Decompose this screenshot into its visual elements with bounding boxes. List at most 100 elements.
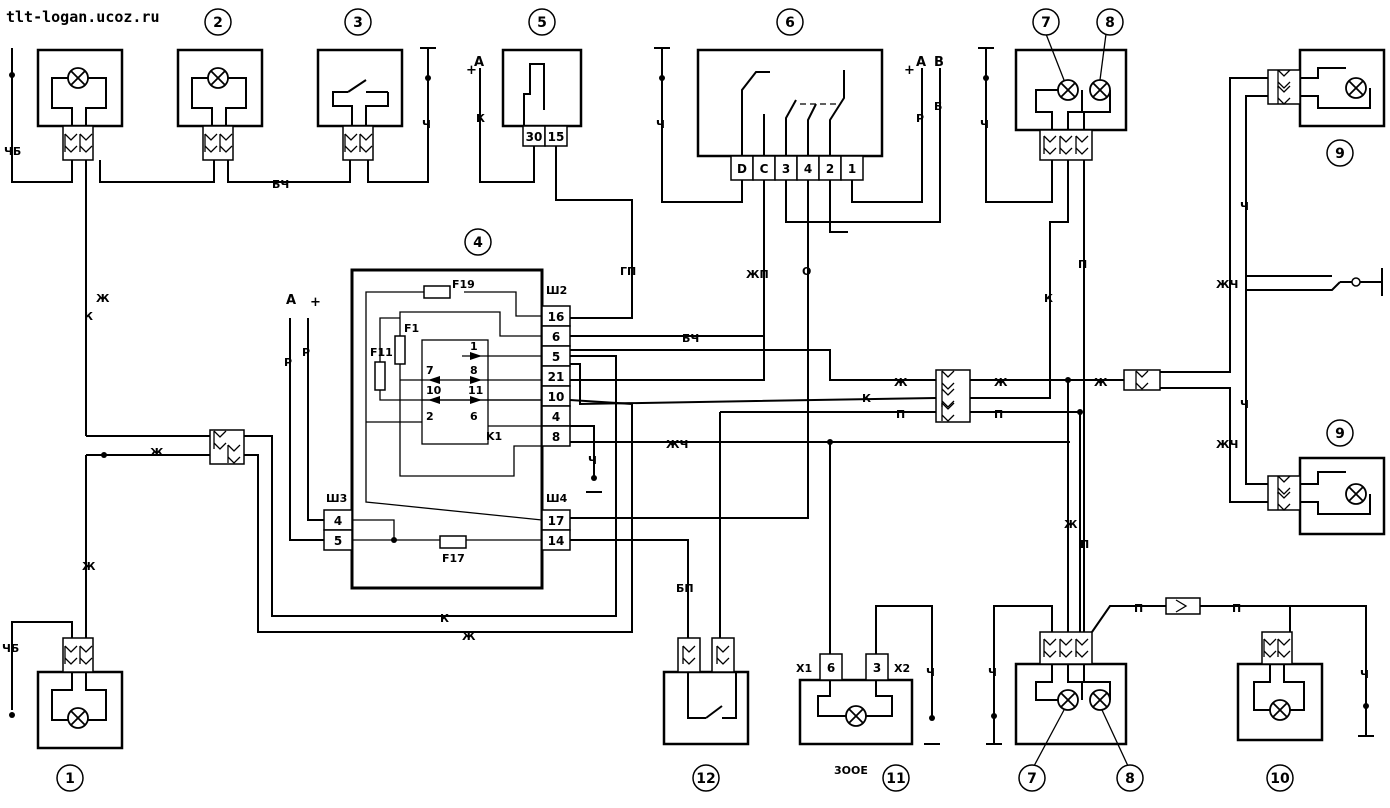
svg-text:БЧ: БЧ — [682, 332, 699, 345]
svg-text:ЧБ: ЧБ — [4, 145, 21, 158]
component-12-door-switch: 12 — [662, 637, 750, 792]
svg-text:4: 4 — [334, 514, 342, 528]
svg-text:Ч: Ч — [1240, 200, 1249, 213]
svg-text:+: + — [904, 63, 915, 78]
svg-text:Ш3: Ш3 — [326, 492, 347, 505]
svg-text:14: 14 — [548, 534, 565, 548]
svg-text:П: П — [1134, 602, 1143, 615]
svg-text:К: К — [84, 310, 93, 323]
svg-text:8: 8 — [1105, 15, 1115, 31]
svg-text:К: К — [862, 392, 871, 405]
svg-text:15: 15 — [548, 130, 565, 144]
svg-text:F17: F17 — [442, 552, 465, 565]
site-watermark: tlt-logan.ucoz.ru — [6, 8, 160, 26]
svg-text:П: П — [1078, 258, 1087, 271]
svg-text:9: 9 — [1335, 146, 1345, 162]
connector-center-right — [935, 369, 971, 423]
svg-text:Ч: Ч — [1240, 398, 1249, 411]
lamp-icon — [207, 67, 229, 89]
svg-text:F19: F19 — [452, 278, 475, 291]
svg-text:10: 10 — [426, 384, 442, 397]
component-9-side-repeater-bottom: 9 — [1267, 419, 1386, 536]
svg-text:17: 17 — [548, 514, 565, 528]
svg-text:Ж: Ж — [1094, 376, 1108, 389]
svg-text:П: П — [896, 408, 905, 421]
svg-text:2: 2 — [426, 410, 434, 423]
svg-text:3: 3 — [873, 661, 881, 675]
lamp-icon — [845, 705, 867, 727]
svg-text:Ч: Ч — [656, 118, 665, 131]
svg-text:Ж: Ж — [150, 446, 164, 459]
svg-text:7: 7 — [1027, 771, 1037, 787]
lamp-icon — [1089, 79, 1111, 101]
svg-text:4: 4 — [804, 162, 812, 176]
svg-text:6: 6 — [827, 661, 835, 675]
svg-text:30: 30 — [526, 130, 543, 144]
svg-text:6: 6 — [470, 410, 478, 423]
svg-text:1: 1 — [65, 771, 75, 787]
svg-text:8: 8 — [552, 430, 560, 444]
svg-text:5: 5 — [334, 534, 342, 548]
svg-text:К: К — [440, 612, 449, 625]
svg-text:+: + — [466, 63, 477, 78]
relay-k1 — [421, 339, 489, 445]
component-7-8-rear-lamp-bottom: 7 8 — [1014, 631, 1144, 792]
svg-text:Ш4: Ш4 — [546, 492, 568, 505]
svg-text:ГП: ГП — [620, 265, 636, 278]
svg-text:П: П — [1232, 602, 1241, 615]
svg-text:1: 1 — [848, 162, 856, 176]
svg-text:Ч: Ч — [980, 118, 989, 131]
component-7-8-rear-lamp-top: 7 8 — [1014, 8, 1128, 161]
svg-text:Ж: Ж — [1064, 518, 1078, 531]
svg-text:4: 4 — [552, 410, 560, 424]
lamp-icon — [67, 707, 89, 729]
lamp-icon — [1057, 79, 1079, 101]
svg-text:Р: Р — [284, 356, 292, 369]
svg-text:A: A — [286, 293, 296, 308]
component-3-switch: 3 — [316, 8, 404, 161]
svg-text:Ж: Ж — [96, 292, 110, 305]
svg-text:16: 16 — [548, 310, 565, 324]
svg-text:5: 5 — [552, 350, 560, 364]
svg-text:A: A — [474, 55, 484, 70]
lamp-icon — [67, 67, 89, 89]
svg-text:8: 8 — [470, 364, 478, 377]
svg-text:БП: БП — [676, 582, 694, 595]
component-top-lamp-a — [36, 48, 124, 161]
svg-text:8: 8 — [1125, 771, 1135, 787]
svg-text:12: 12 — [696, 771, 715, 787]
connector-sh2: 16 6 5 21 10 4 8 — [541, 305, 571, 447]
svg-text:БЧ: БЧ — [272, 178, 289, 191]
svg-text:ЖЧ: ЖЧ — [666, 438, 688, 451]
svg-text:21: 21 — [548, 370, 565, 384]
svg-text:1: 1 — [470, 340, 478, 353]
fuse-f17 — [439, 535, 467, 549]
lamp-icon — [1089, 689, 1111, 711]
svg-text:2: 2 — [213, 15, 223, 31]
connector-sh4: 17 14 — [541, 509, 571, 551]
svg-text:3OOE: 3OOE — [834, 764, 868, 777]
lamp-icon — [1345, 483, 1367, 505]
svg-text:ЧБ: ЧБ — [2, 642, 19, 655]
component-1-lamp: 1 — [36, 637, 124, 792]
svg-text:9: 9 — [1335, 426, 1345, 442]
svg-text:Б: Б — [934, 100, 942, 113]
svg-text:Ж: Ж — [894, 376, 908, 389]
svg-text:6: 6 — [785, 15, 795, 31]
svg-text:4: 4 — [473, 235, 483, 251]
svg-text:Р: Р — [916, 112, 924, 125]
fuse-f1 — [394, 335, 406, 365]
svg-text:K1: K1 — [486, 430, 502, 443]
svg-text:10: 10 — [548, 390, 565, 404]
svg-text:Ч: Ч — [926, 666, 935, 679]
svg-text:Ч: Ч — [422, 118, 431, 131]
svg-text:Ж: Ж — [994, 376, 1008, 389]
svg-text:6: 6 — [552, 330, 560, 344]
svg-text:Ч: Ч — [588, 454, 597, 467]
svg-text:3: 3 — [353, 15, 363, 31]
svg-text:К: К — [476, 112, 485, 125]
component-2-lamp: 2 — [176, 8, 264, 161]
svg-text:ЖЧ: ЖЧ — [1216, 438, 1238, 451]
fuse-f11 — [374, 361, 386, 391]
fuse-f19 — [423, 285, 451, 299]
